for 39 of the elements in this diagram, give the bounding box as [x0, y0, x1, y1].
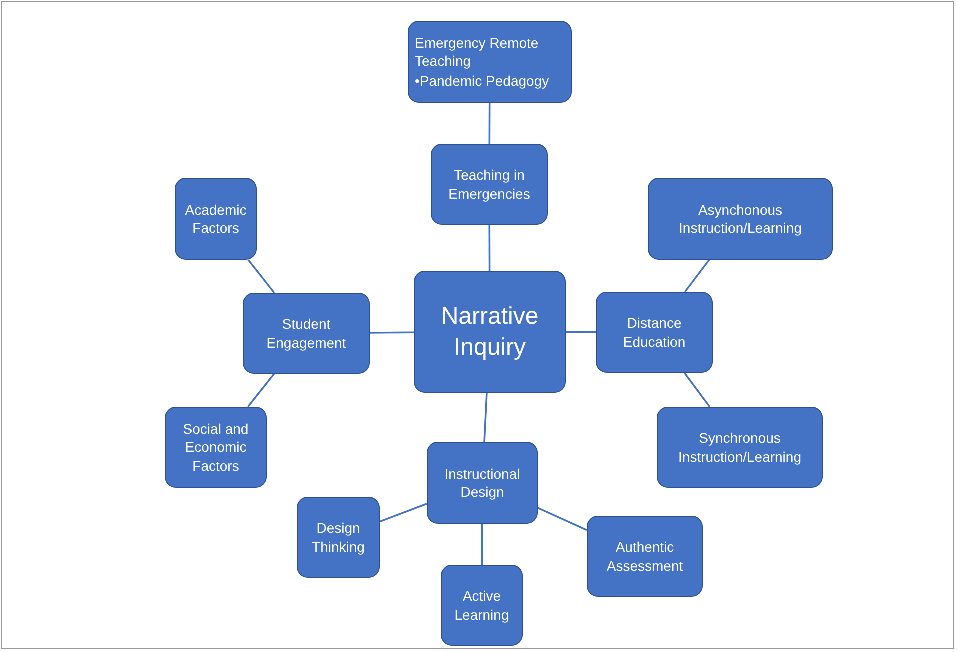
topic-box: [165, 407, 267, 488]
topic-box: [587, 516, 703, 597]
topic-box: [427, 442, 538, 524]
connector-line: [481, 524, 484, 565]
connector-line: [247, 373, 276, 408]
topic-box: [175, 178, 257, 260]
topic-label: Narrative Inquiry: [440, 302, 540, 363]
connector-line: [248, 259, 276, 294]
topic-label: Asynchonous Instruction/Learning: [678, 200, 803, 238]
connector-line: [380, 503, 428, 523]
connector-line: [370, 332, 414, 334]
topic-label: Active Learning: [454, 587, 510, 624]
connector-line: [538, 507, 588, 532]
topic-label: Synchronous Instruction/Learning: [678, 429, 802, 466]
topic-box: [596, 292, 713, 373]
connector-line: [684, 259, 710, 293]
topic-box: [657, 407, 823, 488]
topic-label: Teaching in Emergencies: [448, 166, 532, 203]
topic-label: Student Engagement: [266, 315, 348, 352]
topic-box: [297, 497, 380, 578]
topic-box: [648, 178, 833, 260]
connector-line: [484, 392, 488, 442]
central-topic-box: [414, 271, 566, 393]
topic-label: Academic Factors: [184, 200, 248, 238]
topic-label: Authentic Assessment: [606, 538, 684, 575]
topic-box: [431, 144, 548, 225]
topic-heading: Emergency Remote Teaching: [415, 34, 540, 70]
connector-line: [684, 372, 711, 408]
topic-box: [441, 565, 523, 646]
topic-label: Distance Education: [622, 314, 687, 351]
topic-label: Social and Economic Factors: [182, 420, 250, 475]
topic-box: [408, 21, 572, 103]
connector-line: [566, 331, 596, 334]
topic-label: Instructional Design: [444, 464, 522, 502]
connector-line: [488, 225, 491, 271]
bullet-item: •Pandemic Pedagogy: [415, 72, 550, 90]
connector-line: [488, 103, 491, 144]
topic-box: [243, 293, 370, 374]
topic-label: Design Thinking: [311, 519, 366, 556]
